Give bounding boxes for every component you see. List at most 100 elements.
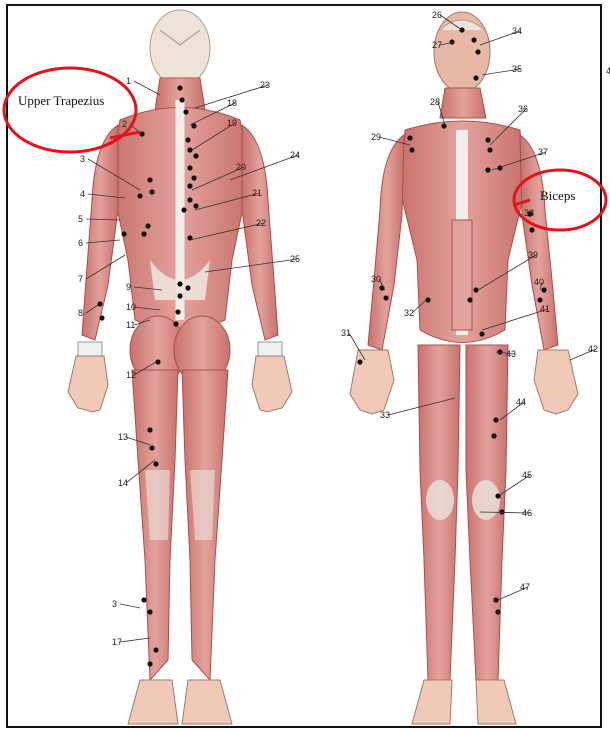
point-number-label: 36 xyxy=(518,104,528,114)
point-number-label: 20 xyxy=(236,162,246,172)
trigger-point-dot xyxy=(173,321,178,326)
point-number-label: 10 xyxy=(126,302,136,312)
trigger-point-dot xyxy=(155,359,160,364)
biceps-callout: Biceps xyxy=(514,170,606,230)
trigger-point-dot xyxy=(175,309,180,314)
trigger-point-dot xyxy=(471,37,476,42)
point-number-label: 14 xyxy=(118,478,128,488)
trigger-point-dot xyxy=(147,177,152,182)
trigger-point-dot xyxy=(147,661,152,666)
leader-line xyxy=(134,81,160,95)
trigger-point-dot xyxy=(495,609,500,614)
anterior-body-figure xyxy=(350,12,578,724)
trigger-point-dot xyxy=(409,147,414,152)
point-number-label: 33 xyxy=(380,410,390,420)
point-number-label: 46 xyxy=(522,508,532,518)
trigger-point-dot xyxy=(487,147,492,152)
point-number-label: 47 xyxy=(520,582,530,592)
point-number-label: 22 xyxy=(256,218,266,228)
trigger-point-dot xyxy=(485,167,490,172)
point-number-label: 27 xyxy=(432,40,442,50)
point-number-label: 31 xyxy=(341,328,351,338)
trigger-point-dot xyxy=(177,85,182,90)
trigger-point-dot xyxy=(137,193,142,198)
point-number-label: 5 xyxy=(78,214,83,224)
point-number-label: 44 xyxy=(516,397,526,407)
trigger-point-dot xyxy=(177,281,182,286)
trigger-point-dot xyxy=(473,287,478,292)
point-number-label: 34 xyxy=(512,26,522,36)
trigger-point-dot xyxy=(425,297,430,302)
trigger-point-dot xyxy=(407,135,412,140)
trigger-point-dot xyxy=(139,131,144,136)
point-number-label: 45 xyxy=(522,470,532,480)
trigger-point-dot xyxy=(177,293,182,298)
point-number-label: 30 xyxy=(371,274,381,284)
trigger-point-dot xyxy=(537,297,542,302)
trigger-point-dot xyxy=(193,203,198,208)
point-number-label: 32 xyxy=(404,308,414,318)
trigger-point-dot xyxy=(479,331,484,336)
point-number-label: 38 xyxy=(524,208,534,218)
trigger-point-dot xyxy=(153,647,158,652)
trigger-point-dot xyxy=(473,75,478,80)
trigger-point-dot xyxy=(191,175,196,180)
trigger-point-dot xyxy=(185,285,190,290)
trigger-point-dot xyxy=(145,223,150,228)
point-number-label: 35 xyxy=(512,64,522,74)
trigger-point-dot xyxy=(149,445,154,450)
point-number-label: 40 xyxy=(534,277,544,287)
trigger-point-dot xyxy=(383,295,388,300)
upper-trapezius-callout: Upper Trapezius xyxy=(4,68,140,152)
point-number-label: 3 xyxy=(80,154,85,164)
point-number-label: 39 xyxy=(528,250,538,260)
point-number-label: 11 xyxy=(126,320,135,330)
trigger-point-dot xyxy=(541,287,546,292)
point-number-label: 26 xyxy=(432,10,442,20)
upper-trapezius-label: Upper Trapezius xyxy=(18,93,104,108)
point-number-label: 28 xyxy=(430,97,440,107)
trigger-point-dot xyxy=(493,417,498,422)
point-number-label: 21 xyxy=(252,188,262,198)
trigger-point-dot xyxy=(357,359,362,364)
point-number-label: 6 xyxy=(78,238,83,248)
trigger-point-dot xyxy=(97,301,102,306)
trigger-point-dot xyxy=(495,493,500,498)
trigger-point-dot xyxy=(153,461,158,466)
trigger-point-dot xyxy=(187,165,192,170)
leader-line xyxy=(120,604,140,608)
posterior-body-figure xyxy=(68,10,292,724)
trigger-point-dot xyxy=(529,227,534,232)
trigger-point-dot xyxy=(121,231,126,236)
point-number-label: 13 xyxy=(118,432,128,442)
trigger-point-dot xyxy=(475,49,480,54)
point-number-label: 23 xyxy=(260,80,270,90)
point-number-label: 17 xyxy=(112,637,122,647)
trigger-point-dot xyxy=(491,433,496,438)
point-number-label: 25 xyxy=(290,254,300,264)
trigger-point-dot xyxy=(493,597,498,602)
trigger-point-dot xyxy=(485,137,490,142)
trigger-point-dot xyxy=(179,97,184,102)
point-number-label: 9 xyxy=(126,282,131,292)
point-number-label: 1 xyxy=(126,76,131,86)
trigger-point-dot xyxy=(467,297,472,302)
trigger-point-dot xyxy=(99,315,104,320)
trigger-point-dot xyxy=(147,609,152,614)
point-number-label: 42 xyxy=(588,344,598,354)
trigger-point-dot xyxy=(193,153,198,158)
point-number-label: 41 xyxy=(540,304,550,314)
trigger-point-dot xyxy=(441,123,446,128)
trigger-point-dot xyxy=(183,109,188,114)
point-number-label: 2 xyxy=(122,119,127,129)
trigger-point-dot xyxy=(499,509,504,514)
trigger-point-dot xyxy=(185,137,190,142)
trigger-point-dot xyxy=(181,207,186,212)
trigger-point-dot xyxy=(187,183,192,188)
trigger-point-dot xyxy=(149,189,154,194)
leader-line xyxy=(120,638,150,642)
point-number-label: 4 xyxy=(606,66,610,76)
point-number-label: 4 xyxy=(80,189,85,199)
trigger-point-dot xyxy=(147,427,152,432)
